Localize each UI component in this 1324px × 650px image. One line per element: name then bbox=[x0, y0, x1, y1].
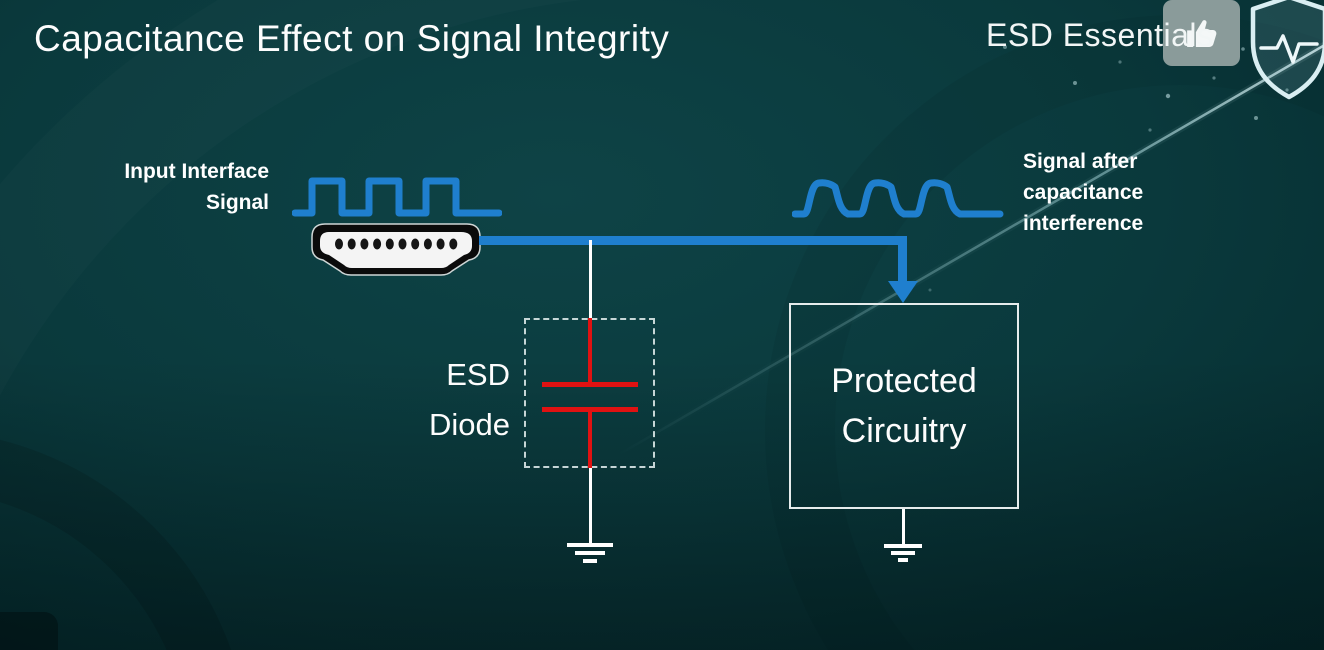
distorted-signal-waveform bbox=[792, 179, 1004, 218]
clean-signal-waveform bbox=[292, 177, 502, 217]
capacitor-lead-bottom bbox=[588, 412, 592, 468]
ground-wire-right bbox=[902, 509, 905, 544]
ground-bar bbox=[567, 543, 613, 547]
protected-circuitry-box: Protected Circuitry bbox=[789, 303, 1019, 509]
ground-bar bbox=[575, 551, 605, 555]
signal-bus-drop bbox=[898, 236, 907, 282]
brand-text: ESD Essentials bbox=[986, 17, 1214, 53]
ground-bar bbox=[898, 558, 908, 562]
ground-bar bbox=[583, 559, 597, 563]
ground-bar bbox=[891, 551, 915, 555]
thumbs-up-glyph bbox=[1186, 20, 1216, 47]
capacitor-plate-top bbox=[542, 382, 638, 387]
hdmi-connector-icon bbox=[311, 223, 481, 276]
esd-diode-label: ESD Diode bbox=[429, 357, 510, 442]
corner-overlay bbox=[0, 612, 58, 650]
capacitor-lead-top bbox=[588, 318, 592, 383]
branch-wire bbox=[589, 240, 592, 318]
ground-symbol-left bbox=[563, 543, 617, 567]
protected-circuitry-label: Protected Circuitry bbox=[831, 362, 977, 450]
signal-bus-line bbox=[479, 236, 907, 245]
slide-title: Capacitance Effect on Signal Integrity bbox=[34, 18, 670, 59]
output-signal-label: Signal after capacitance interference bbox=[1023, 150, 1144, 235]
ground-wire-left bbox=[589, 468, 592, 543]
capacitor-plate-bottom bbox=[542, 407, 638, 412]
signal-arrowhead bbox=[888, 281, 918, 303]
esd-shield-icon bbox=[1250, 0, 1324, 100]
input-signal-label: Input Interface Signal bbox=[124, 160, 269, 214]
ground-symbol-right bbox=[876, 544, 930, 565]
ground-bar bbox=[884, 544, 922, 548]
